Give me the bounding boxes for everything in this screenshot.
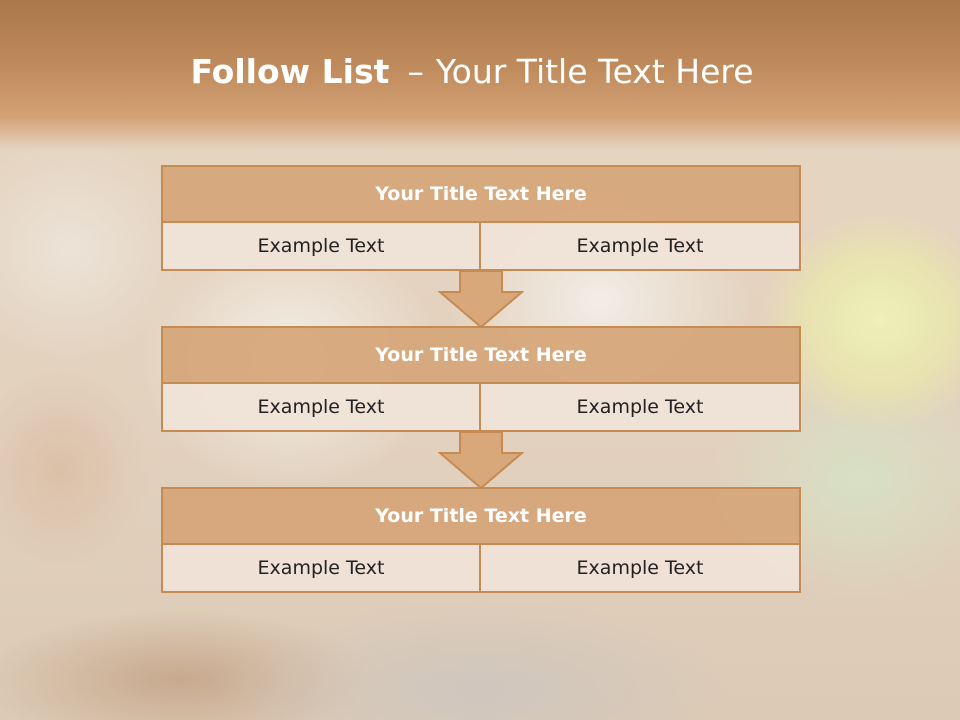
step-title: Your Title Text Here bbox=[161, 487, 801, 545]
title-bar bbox=[0, 0, 960, 150]
step-cell-left: Example Text bbox=[161, 382, 481, 432]
step-block-2: Your Title Text Here Example Text Exampl… bbox=[161, 326, 801, 432]
step-cell-left: Example Text bbox=[161, 221, 481, 271]
step-cell-right: Example Text bbox=[479, 221, 801, 271]
step-cell-right: Example Text bbox=[479, 543, 801, 593]
step-block-1: Your Title Text Here Example Text Exampl… bbox=[161, 165, 801, 271]
slide-title-text: Your Title Text Here bbox=[435, 52, 754, 91]
step-title: Your Title Text Here bbox=[161, 165, 801, 223]
slide-title: Follow List–Your Title Text Here bbox=[0, 52, 944, 91]
slide-title-bold: Follow List bbox=[190, 52, 390, 91]
step-cell-left: Example Text bbox=[161, 543, 481, 593]
step-cell-right: Example Text bbox=[479, 382, 801, 432]
slide-title-dash: – bbox=[407, 52, 424, 91]
step-title: Your Title Text Here bbox=[161, 326, 801, 384]
step-block-3: Your Title Text Here Example Text Exampl… bbox=[161, 487, 801, 593]
down-arrow-icon bbox=[438, 431, 524, 490]
down-arrow-icon bbox=[438, 270, 524, 329]
